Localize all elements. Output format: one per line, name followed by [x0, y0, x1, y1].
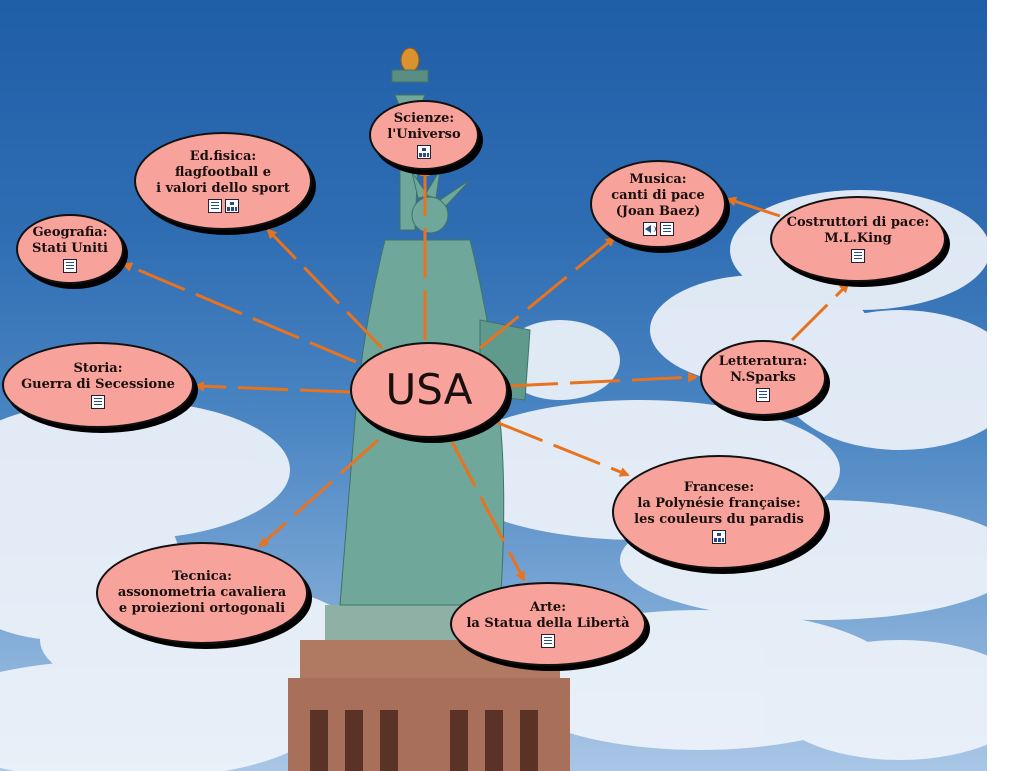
doc-icon[interactable]: [659, 222, 674, 236]
node-geografia-label: Geografia: Stati Uniti: [32, 225, 108, 256]
node-costruttori[interactable]: Costruttori di pace: M.L.King: [770, 196, 946, 282]
doc-icon[interactable]: [851, 249, 865, 263]
arrow-to-francese: [495, 420, 630, 477]
node-scienze-label: Scienze: l'Universo: [387, 111, 461, 142]
map-icon[interactable]: [224, 199, 239, 213]
concept-map-canvas: USA Scienze: l'Universo Ed.fisica: flagf…: [0, 0, 987, 771]
node-usa[interactable]: USA: [350, 342, 508, 438]
map-icon[interactable]: [417, 145, 431, 159]
node-storia[interactable]: Storia: Guerra di Secessione: [2, 342, 194, 428]
node-storia-label: Storia: Guerra di Secessione: [21, 361, 175, 392]
connector-arrows: [122, 166, 850, 582]
node-arte[interactable]: Arte: la Statua della Libertà: [450, 582, 646, 666]
arrow-to-geografia: [122, 262, 357, 364]
audio-icon[interactable]: [642, 222, 657, 236]
doc-icon[interactable]: [207, 199, 222, 213]
node-geografia[interactable]: Geografia: Stati Uniti: [16, 214, 124, 284]
node-francese-label: Francese: la Polynésie française: les co…: [634, 480, 804, 527]
node-letteratura-label: Letteratura: N.Sparks: [718, 354, 808, 385]
doc-icon[interactable]: [541, 634, 555, 648]
node-scienze[interactable]: Scienze: l'Universo: [369, 100, 479, 170]
arrow-to-arte: [450, 441, 526, 582]
arrow-to-storia: [194, 381, 351, 394]
doc-icon[interactable]: [756, 388, 770, 402]
node-costruttori-label: Costruttori di pace: M.L.King: [786, 215, 930, 246]
node-musica[interactable]: Musica: canti di pace (Joan Baez): [590, 160, 726, 248]
node-tecnica[interactable]: Tecnica: assonometria cavaliera e proiez…: [96, 542, 308, 644]
node-edfisica-label: Ed.fisica: flagfootball e i valori dello…: [156, 149, 290, 196]
node-edfisica[interactable]: Ed.fisica: flagfootball e i valori dello…: [134, 132, 312, 230]
node-francese[interactable]: Francese: la Polynésie française: les co…: [612, 455, 826, 569]
node-tecnica-label: Tecnica: assonometria cavaliera e proiez…: [117, 569, 287, 616]
arrow-costruttori-to-musica: [726, 196, 781, 218]
map-icon[interactable]: [712, 530, 726, 544]
arrow-to-musica: [479, 236, 616, 350]
arrow-letteratura-to-costruttori: [790, 282, 850, 342]
arrow-to-letteratura: [507, 372, 698, 388]
arrow-to-tecnica: [258, 438, 380, 548]
node-letteratura[interactable]: Letteratura: N.Sparks: [700, 340, 826, 416]
node-musica-label: Musica: canti di pace (Joan Baez): [611, 172, 705, 219]
node-usa-label: USA: [385, 365, 473, 414]
arrow-to-edfisica: [266, 228, 384, 350]
doc-icon[interactable]: [91, 395, 105, 409]
node-arte-label: Arte: la Statua della Libertà: [466, 600, 630, 631]
doc-icon[interactable]: [63, 259, 77, 273]
